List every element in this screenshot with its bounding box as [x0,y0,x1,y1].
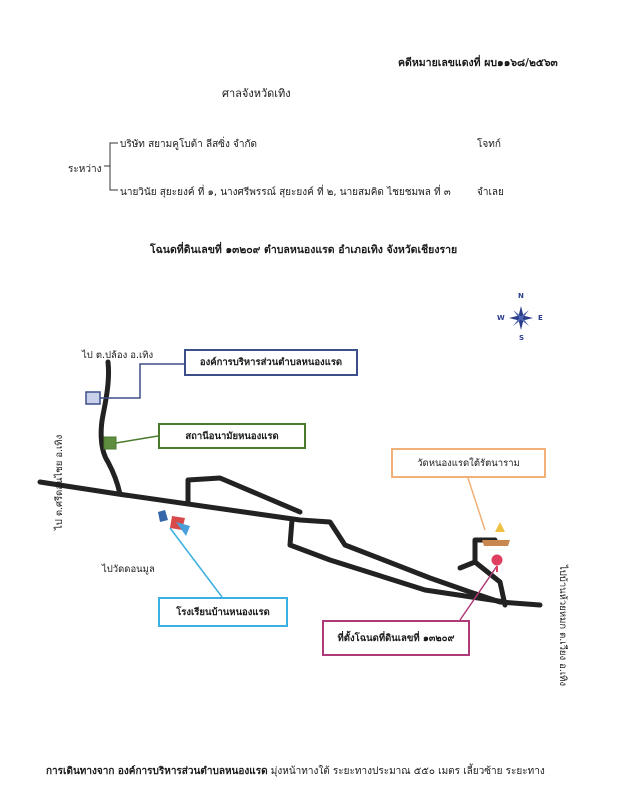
temple-icon [482,522,510,546]
compass-rose-icon [509,306,533,330]
defendant-role: จำเลย [477,187,504,198]
directions-rest: มุ่งหน้าทางใต้ ระยะทางประมาณ ๕๕๐ เมตร เล… [267,766,545,777]
directions-lead: การเดินทางจาก องค์การบริหารส่วนตำบลหนองแ… [46,766,268,777]
location-pin-icon [491,554,503,572]
plaintiff-role: โจทก์ [477,139,501,150]
court-name: ศาลจังหวัดเทิง [222,87,291,100]
sao-marker [85,391,101,405]
callout-school: โรงเรียนบ้านหนองแรด [158,597,288,627]
callout-temple: วัดหนองแรดใต้รัตนาราม [391,448,546,478]
north-road [98,359,123,497]
temple-road [457,559,508,608]
to-donmoon-label: ไปวัดดอนมูล [102,564,155,575]
compass-south-label: S [519,334,525,342]
between-label: ระหว่าง [68,164,102,175]
defendant-names: นายวินัย สุยะยงค์ ที่ ๑, นางศรีพรรณ์ สุย… [120,187,451,198]
plaintiff-name: บริษัท สยามคูโบต้า ลีสซิ่ง จำกัด [120,139,258,150]
school-flag-icon [158,510,190,536]
case-number: คดีหมายเลขแดงที่ ผบ๑๑๖๘/๒๕๖๓ [398,57,558,69]
callout-health-station: สถานีอนามัยหนองแรด [158,423,306,449]
to-paldong-label: ไป ต.ปล้อง อ.เทิง [82,350,154,361]
right-road-label: ไปบ้านห้วยหมก ต.เวียง อ.เทิง [557,565,568,686]
health-marker [103,436,117,450]
callout-sao-office: องค์การบริหารส่วนตำบลหนองแรด [184,349,358,376]
left-road-label: ไป ต.ศรีดอนไชย อ.เทิง [54,434,65,530]
callout-land-location: ที่ตั้งโฉนดที่ดินเลขที่ ๑๓๒๐๙ [322,620,470,656]
compass-north-label: N [518,292,524,300]
compass-west-label: W [497,314,505,322]
document-title: โฉนดที่ดินเลขที่ ๑๓๒๐๙ ตำบลหนองแรด อำเภอ… [150,244,458,256]
loop-road [185,475,303,515]
inner-road [287,517,508,605]
directions-text: การเดินทางจาก องค์การบริหารส่วนตำบลหนองแ… [46,764,545,779]
party-brace [104,142,118,191]
compass-east-label: E [538,314,543,322]
